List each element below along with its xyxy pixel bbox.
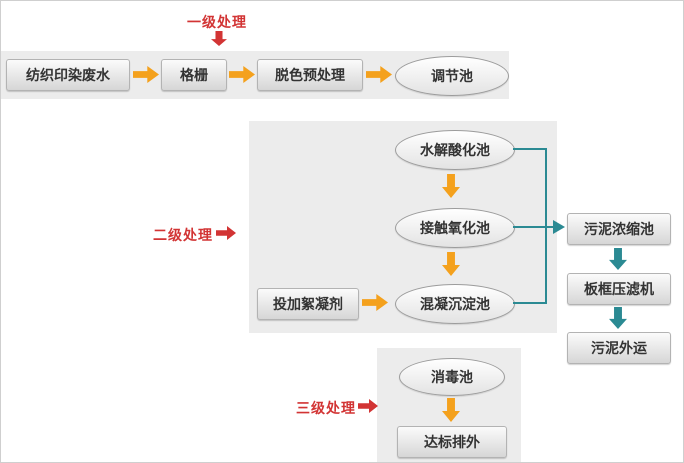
connector-line	[513, 148, 547, 150]
stage3-arrow-right-icon	[358, 399, 378, 413]
connector-line	[513, 302, 547, 304]
stage3-label: 三级处理	[296, 400, 356, 416]
node-disinfection-tank: 消毒池	[399, 358, 505, 396]
node-flocculant-dosing: 投加絮凝剂	[257, 288, 359, 320]
node-coagulation-sedimentation-tank: 混凝沉淀池	[395, 284, 515, 324]
node-discharge: 达标排外	[397, 426, 507, 458]
stage2-label: 二级处理	[153, 227, 213, 243]
node-contact-oxidation-tank: 接触氧化池	[395, 208, 515, 248]
node-bar-screen: 格栅	[161, 59, 227, 91]
sludge-arrow-down-icon	[609, 307, 627, 329]
node-plate-frame-filter-press: 板框压滤机	[567, 273, 671, 305]
node-sludge-transport: 污泥外运	[567, 332, 671, 364]
connector-line	[513, 226, 555, 228]
node-influent: 纺织印染废水	[6, 59, 130, 91]
stage2-arrow-right-icon	[216, 226, 236, 240]
node-hydrolysis-acidification-tank: 水解酸化池	[395, 130, 515, 170]
node-decolor-pretreatment: 脱色预处理	[257, 59, 363, 91]
connector-arrowhead-icon	[553, 220, 565, 234]
node-sludge-thickening-tank: 污泥浓缩池	[567, 213, 671, 245]
stage1-label: 一级处理	[187, 14, 247, 30]
node-regulating-tank: 调节池	[395, 56, 509, 96]
stage1-arrow-down-icon	[211, 31, 227, 46]
sludge-arrow-down-icon	[609, 248, 627, 270]
